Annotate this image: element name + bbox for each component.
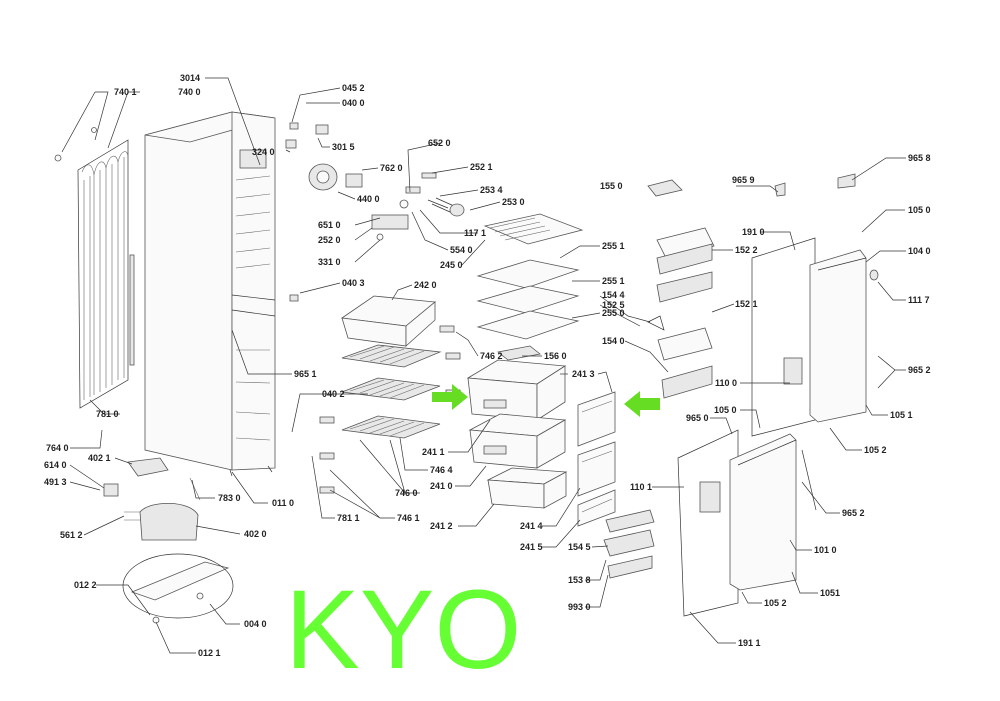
green-arrow-left xyxy=(624,391,660,417)
part-label: 155 0 xyxy=(600,181,623,191)
part-label: 746 2 xyxy=(480,351,503,361)
part-label: 152 1 xyxy=(735,299,758,309)
part-label: 152 2 xyxy=(735,245,758,255)
part-label: 764 0 xyxy=(46,443,69,453)
part-label: 614 0 xyxy=(44,460,67,470)
part-label: 324 0 xyxy=(252,147,275,157)
compressor-base xyxy=(103,457,234,624)
part-label: 104 0 xyxy=(908,246,931,256)
part-label: 965 9 xyxy=(732,175,755,185)
part-label: 105 2 xyxy=(864,445,887,455)
part-label: 111 7 xyxy=(908,295,930,305)
part-label: 101 0 xyxy=(814,545,837,555)
part-label: 965 2 xyxy=(908,365,931,375)
part-label: 255 1 xyxy=(602,241,625,251)
freezer-drawers xyxy=(466,345,568,509)
part-label: 3014 xyxy=(180,73,200,83)
part-label: 241 3 xyxy=(572,369,595,379)
part-label: 746 0 xyxy=(395,488,418,498)
part-label: 241 1 xyxy=(422,447,445,457)
leader-lines xyxy=(61,77,906,654)
part-label: 402 1 xyxy=(88,453,111,463)
part-label: 152 5 xyxy=(602,300,625,310)
part-label: 045 2 xyxy=(342,83,365,93)
part-label: 105 0 xyxy=(908,205,931,215)
watermark-text: KYO xyxy=(285,567,522,692)
part-label: 154 0 xyxy=(602,336,625,346)
part-label: 241 0 xyxy=(430,481,453,491)
part-label: 241 4 xyxy=(520,521,543,531)
lower-door xyxy=(677,429,817,617)
part-label: 117 1 xyxy=(464,228,486,238)
part-label: 781 1 xyxy=(337,513,360,523)
part-label: 252 1 xyxy=(470,162,493,172)
part-label: 253 4 xyxy=(480,185,503,195)
part-label: 762 0 xyxy=(380,163,403,173)
freezer-flaps xyxy=(577,391,616,527)
condenser-coil xyxy=(54,127,135,409)
part-label: 740 1 xyxy=(114,87,137,97)
part-label: 561 2 xyxy=(60,530,83,540)
part-label: 105 1 xyxy=(890,410,913,420)
part-label: 191 1 xyxy=(738,638,761,648)
part-label: 105 2 xyxy=(764,598,787,608)
part-label: 554 0 xyxy=(450,245,473,255)
part-label: 004 0 xyxy=(244,619,267,629)
part-label: 781 0 xyxy=(96,409,119,419)
part-label: 746 4 xyxy=(430,465,453,475)
part-label: 245 0 xyxy=(440,260,463,270)
part-label: 965 1 xyxy=(294,369,317,379)
part-label: 241 5 xyxy=(520,542,543,552)
part-label: 402 0 xyxy=(244,529,267,539)
part-label: 255 0 xyxy=(602,308,625,318)
part-label: 105 0 xyxy=(714,405,737,415)
part-label: 011 0 xyxy=(272,498,294,508)
fridge-cabinet xyxy=(144,111,276,477)
part-label: 301 5 xyxy=(332,142,355,152)
door-bins xyxy=(603,173,856,579)
part-label: 110 1 xyxy=(630,482,652,492)
part-label: 993 0 xyxy=(568,602,591,612)
crisper-and-racks xyxy=(319,295,461,494)
part-label: 191 0 xyxy=(742,227,765,237)
part-label: 440 0 xyxy=(357,194,380,204)
part-label: 255 1 xyxy=(602,276,625,286)
part-label: 252 0 xyxy=(318,235,341,245)
green-arrow-right xyxy=(432,384,468,410)
part-label: 746 1 xyxy=(397,513,420,523)
part-label: 253 0 xyxy=(502,197,525,207)
top-components xyxy=(285,122,465,302)
part-label: 241 2 xyxy=(430,521,453,531)
part-label: 154 4 xyxy=(602,290,625,300)
part-label: 154 5 xyxy=(568,542,591,552)
part-label: 331 0 xyxy=(318,257,341,267)
part-label: 040 2 xyxy=(322,389,345,399)
part-label: 040 0 xyxy=(342,98,365,108)
part-label: 012 2 xyxy=(74,580,97,590)
part-label: 156 0 xyxy=(544,351,567,361)
part-label: 652 0 xyxy=(428,138,451,148)
part-label: 153 8 xyxy=(568,575,591,585)
part-label: 965 0 xyxy=(686,413,709,423)
part-label: 040 3 xyxy=(342,278,365,288)
part-label: 965 8 xyxy=(908,153,931,163)
part-label: 012 1 xyxy=(198,648,221,658)
highlight-arrows xyxy=(432,384,660,417)
part-label: 242 0 xyxy=(414,280,437,290)
part-label: 110 0 xyxy=(715,378,737,388)
part-label: 1051 xyxy=(820,588,840,598)
part-label: 491 3 xyxy=(44,477,67,487)
part-label: 783 0 xyxy=(218,493,241,503)
glass-shelves xyxy=(476,213,584,340)
upper-door xyxy=(751,237,879,437)
part-label: 651 0 xyxy=(318,220,341,230)
part-label: 740 0 xyxy=(178,87,201,97)
part-labels: 740 1 740 0 3014 045 2 040 0 301 5 324 0… xyxy=(44,73,931,658)
part-label: 965 2 xyxy=(842,508,865,518)
